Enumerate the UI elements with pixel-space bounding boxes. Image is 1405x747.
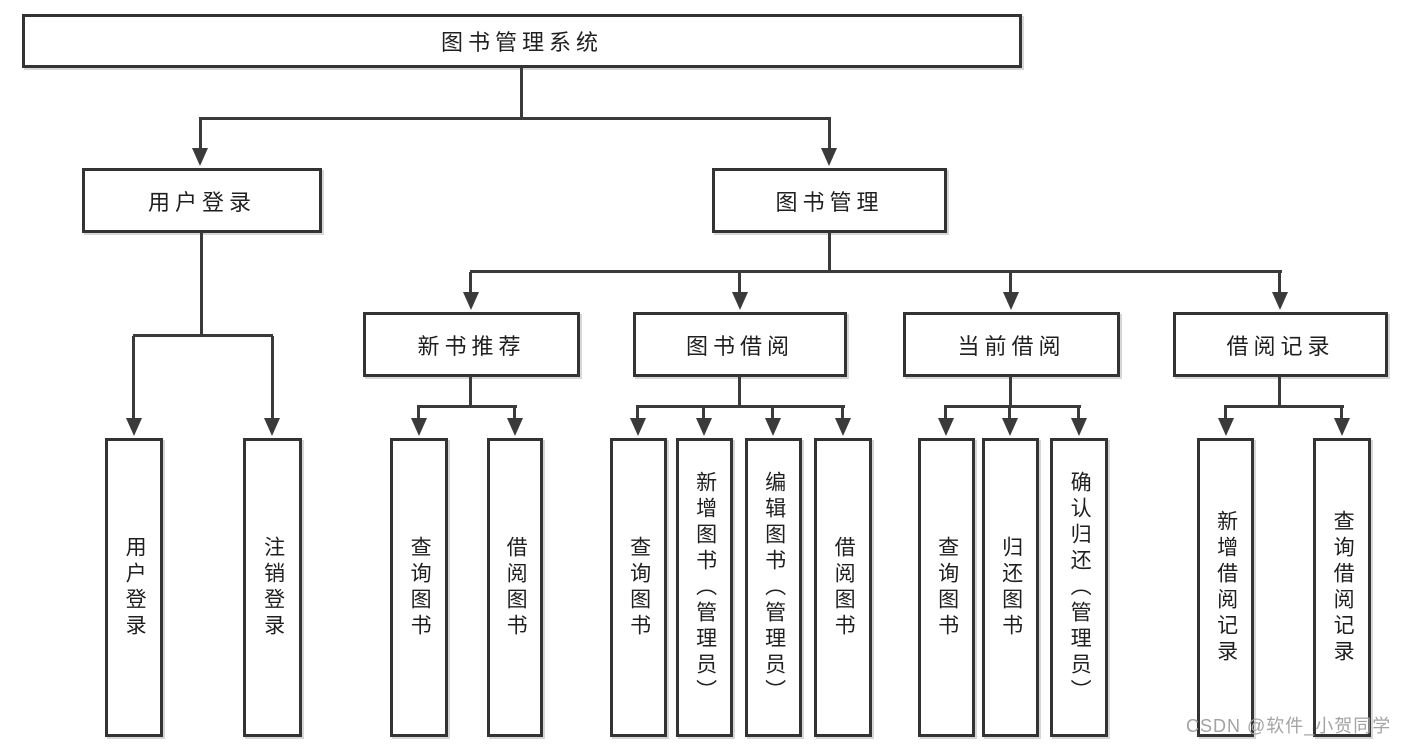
connector-line [520,68,523,118]
connector-line [1340,407,1343,420]
leaf-confirm-return-admin: 确认归还（管理员） [1050,438,1108,737]
node-book-management: 图书管理 [712,168,947,233]
arrow-down-icon [732,292,748,310]
arrow-down-icon [507,418,523,436]
connector-line [738,376,741,407]
node-current-borrowing: 当前借阅 [903,312,1120,377]
connector-line [1077,407,1080,420]
node-user-login: 用户登录 [82,168,322,233]
arrow-down-icon [1272,292,1288,310]
connector-line [1278,272,1281,294]
connector-line [417,405,517,408]
leaf-label: 查询借阅记录 [1331,509,1355,666]
leaf-return-books: 归还图书 [982,438,1039,737]
connector-line [1278,376,1281,407]
leaf-query-books-current: 查询图书 [918,438,975,737]
connector-line [417,407,420,420]
connector-line [1008,407,1011,420]
leaf-label: 注销登录 [261,535,285,640]
connector-line [199,117,831,120]
leaf-user-login: 用户登录 [105,438,163,737]
arrow-down-icon [835,418,851,436]
leaf-label: 确认归还（管理员） [1068,470,1092,705]
leaf-label: 编辑图书（管理员） [762,470,786,705]
leaf-label: 新增借阅记录 [1214,509,1238,666]
connector-line [271,336,274,418]
connector-line [199,117,202,150]
arrow-down-icon [696,418,712,436]
connector-line [1224,407,1227,420]
arrow-down-icon [765,418,781,436]
leaf-edit-books-admin: 编辑图书（管理员） [745,438,802,737]
arrow-down-icon [192,148,208,166]
connector-line [636,405,845,408]
leaf-label: 查询图书 [408,535,432,640]
leaf-borrow-books-recommend: 借阅图书 [487,438,543,737]
leaf-query-borrow-record: 查询借阅记录 [1313,438,1371,737]
connector-line [1009,376,1012,407]
connector-line [828,117,831,150]
arrow-down-icon [1334,418,1350,436]
connector-line [513,407,516,420]
csdn-watermark: CSDN @软件_小贺同学 [1186,716,1392,736]
connector-line [841,407,844,420]
connector-line [1224,405,1344,408]
leaf-label: 归还图书 [999,535,1023,640]
arrow-down-icon [630,418,646,436]
leaf-label: 查询图书 [627,535,651,640]
connector-line [944,407,947,420]
leaf-add-borrow-record: 新增借阅记录 [1197,438,1254,737]
arrow-down-icon [411,418,427,436]
leaf-label: 新增图书（管理员） [693,470,717,705]
leaf-borrow-books-borrowing: 借阅图书 [814,438,872,737]
connector-line [828,232,831,272]
node-new-book-recommendation: 新书推荐 [363,312,580,377]
leaf-logout-login: 注销登录 [243,438,302,737]
leaf-query-books-borrowing: 查询图书 [610,438,667,737]
connector-line [636,407,639,420]
node-borrowing-records: 借阅记录 [1173,312,1388,377]
leaf-query-books-recommend: 查询图书 [390,438,448,737]
arrow-down-icon [1003,292,1019,310]
connector-line [944,405,1081,408]
arrow-down-icon [1002,418,1018,436]
leaf-label: 借阅图书 [832,535,856,640]
node-book-borrowing: 图书借阅 [633,312,847,377]
connector-line [771,407,774,420]
connector-line [702,407,705,420]
connector-line [738,272,741,294]
arrow-down-icon [1218,418,1234,436]
arrow-down-icon [126,418,142,436]
arrow-down-icon [821,148,837,166]
arrow-down-icon [463,292,479,310]
leaf-label: 借阅图书 [504,535,528,640]
leaf-add-books-admin: 新增图书（管理员） [676,438,733,737]
connector-line [133,334,273,337]
arrow-down-icon [264,418,280,436]
connector-line [470,270,1282,273]
connector-line [132,336,135,418]
connector-line [469,376,472,407]
leaf-label: 查询图书 [935,535,959,640]
connector-line [200,232,203,336]
connector-line [1009,272,1012,294]
leaf-label: 用户登录 [123,535,147,640]
node-library-management-system: 图书管理系统 [22,14,1022,68]
connector-line [469,272,472,294]
arrow-down-icon [1071,418,1087,436]
arrow-down-icon [938,418,954,436]
